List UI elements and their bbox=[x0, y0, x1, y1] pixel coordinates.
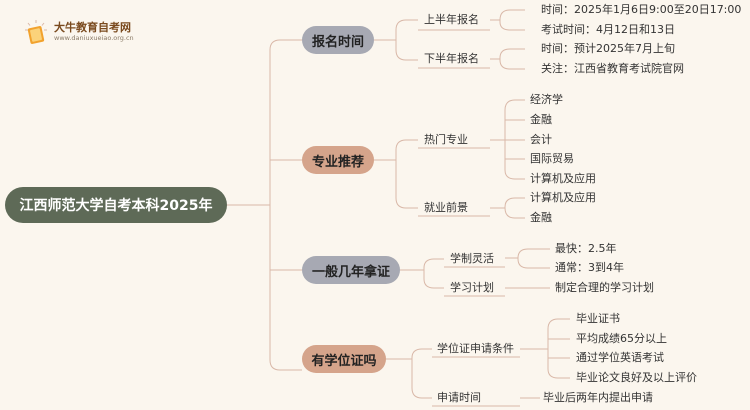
leaf-degree-english: 通过学位英语考试 bbox=[576, 351, 664, 364]
leaf-employment-finance: 金融 bbox=[530, 211, 552, 224]
leaf-second-half-time: 时间：预计2025年7月上旬 bbox=[541, 42, 675, 55]
leaf-second-half-notice: 关注：江西省教育考试院官网 bbox=[541, 62, 684, 75]
leaf-first-half-exam: 考试时间：4月12日和13日 bbox=[541, 23, 675, 36]
leaf-thesis-evaluation: 毕业论文良好及以上评价 bbox=[576, 371, 697, 384]
leaf-employment-computer: 计算机及应用 bbox=[530, 191, 596, 204]
sub-second-half-registration: 下半年报名 bbox=[424, 52, 479, 65]
category-major-recommendation: 专业推荐 bbox=[302, 146, 374, 174]
sub-application-time: 申请时间 bbox=[437, 391, 481, 404]
book-logo-icon bbox=[25, 20, 47, 44]
leaf-computer-application: 计算机及应用 bbox=[530, 172, 596, 185]
leaf-first-half-time: 时间：2025年1月6日9:00至20日17:00 bbox=[541, 3, 742, 16]
category-registration-time: 报名时间 bbox=[302, 26, 374, 54]
sub-degree-conditions: 学位证申请条件 bbox=[437, 342, 514, 355]
leaf-accounting: 会计 bbox=[530, 133, 552, 146]
sub-employment-prospects: 就业前景 bbox=[424, 201, 468, 214]
sub-study-plan: 学习计划 bbox=[450, 281, 494, 294]
category-degree-certificate: 有学位证吗 bbox=[302, 345, 386, 373]
leaf-within-two-years: 毕业后两年内提出申请 bbox=[543, 391, 653, 404]
leaf-usually: 通常：3到4年 bbox=[555, 261, 624, 274]
leaf-graduation-certificate: 毕业证书 bbox=[576, 312, 620, 325]
root-node: 江西师范大学自考本科2025年 bbox=[5, 187, 227, 223]
sub-popular-majors: 热门专业 bbox=[424, 133, 468, 146]
leaf-finance: 金融 bbox=[530, 113, 552, 126]
sub-first-half-registration: 上半年报名 bbox=[424, 13, 479, 26]
category-years-to-certificate: 一般几年拿证 bbox=[302, 256, 400, 284]
leaf-fastest: 最快：2.5年 bbox=[555, 242, 617, 255]
sub-flexible-schedule: 学制灵活 bbox=[450, 252, 494, 265]
leaf-international-trade: 国际贸易 bbox=[530, 152, 574, 165]
leaf-make-plan: 制定合理的学习计划 bbox=[555, 281, 654, 294]
site-logo: 大牛教育自考网 www.daniuxueiao.org.cn bbox=[22, 18, 162, 48]
logo-title: 大牛教育自考网 bbox=[54, 21, 131, 34]
logo-url: www.daniuxueiao.org.cn bbox=[54, 34, 134, 42]
leaf-average-score: 平均成绩65分以上 bbox=[576, 332, 667, 345]
leaf-economics: 经济学 bbox=[530, 93, 563, 106]
